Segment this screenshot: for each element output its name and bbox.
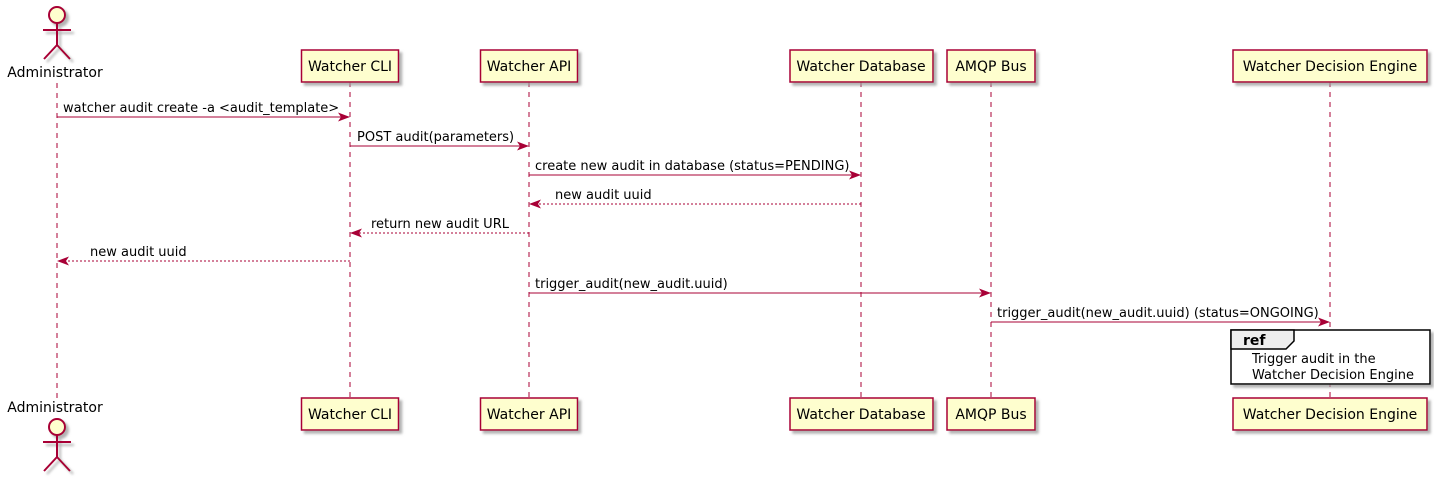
participant-watcher-cli: Watcher CLI bbox=[300, 397, 400, 431]
message-text: create new audit in database (status=PEN… bbox=[535, 159, 850, 174]
participant-label: Watcher API bbox=[487, 59, 572, 75]
participant-label: AMQP Bus bbox=[955, 59, 1026, 75]
participant-watcher-decision-engine: Watcher Decision Engine bbox=[1232, 397, 1428, 431]
arrowhead-icon bbox=[57, 256, 69, 266]
participant-label: Watcher Decision Engine bbox=[1243, 407, 1417, 423]
ref-header bbox=[1230, 329, 1295, 350]
lifelines bbox=[56, 82, 1331, 399]
participant-watcher-database: Watcher Database bbox=[789, 49, 934, 83]
participant-label: Watcher API bbox=[487, 407, 572, 423]
arrowhead-icon bbox=[517, 141, 529, 151]
participant-watcher-cli: Watcher CLI bbox=[300, 49, 400, 83]
message-1: watcher audit create -a <audit_template> bbox=[57, 101, 350, 122]
actor-label: Administrator bbox=[7, 400, 103, 416]
message-text: return new audit URL bbox=[371, 217, 510, 232]
message-7: trigger_audit(new_audit.uuid) bbox=[529, 277, 991, 298]
ref-fragment: ref Trigger audit in the Watcher Decisio… bbox=[1230, 329, 1431, 385]
ref-text-line2: Watcher Decision Engine bbox=[1252, 368, 1414, 383]
participant-amqp-bus: AMQP Bus bbox=[946, 49, 1036, 83]
actor-label: Administrator bbox=[7, 65, 103, 81]
participant-label: Watcher CLI bbox=[308, 59, 392, 75]
message-8: trigger_audit(new_audit.uuid) (status=ON… bbox=[991, 306, 1330, 327]
actor-administrator-top: Administrator bbox=[7, 6, 103, 81]
participant-label: Watcher Database bbox=[796, 407, 925, 423]
messages: watcher audit create -a <audit_template>… bbox=[57, 101, 1330, 327]
message-text: new audit uuid bbox=[555, 188, 652, 203]
participant-amqp-bus: AMQP Bus bbox=[946, 397, 1036, 431]
actor-administrator-bottom: Administrator bbox=[7, 400, 103, 472]
participants-bottom: Watcher CLI Watcher API Watcher Database… bbox=[300, 397, 1428, 431]
message-2: POST audit(parameters) bbox=[350, 130, 529, 151]
participant-watcher-api: Watcher API bbox=[479, 397, 579, 431]
participant-label: Watcher Decision Engine bbox=[1243, 59, 1417, 75]
ref-keyword: ref bbox=[1243, 333, 1266, 349]
person-icon bbox=[43, 418, 71, 472]
message-5: return new audit URL bbox=[350, 217, 529, 238]
message-text: new audit uuid bbox=[90, 245, 187, 260]
participants-top: Watcher CLI Watcher API Watcher Database… bbox=[300, 49, 1428, 83]
message-text: POST audit(parameters) bbox=[357, 130, 514, 145]
message-3: create new audit in database (status=PEN… bbox=[529, 159, 861, 180]
arrowhead-icon bbox=[979, 288, 991, 298]
participant-watcher-decision-engine: Watcher Decision Engine bbox=[1232, 49, 1428, 83]
arrowhead-icon bbox=[350, 228, 362, 238]
message-text: trigger_audit(new_audit.uuid) (status=ON… bbox=[997, 306, 1319, 321]
participant-watcher-database: Watcher Database bbox=[789, 397, 934, 431]
participant-label: Watcher CLI bbox=[308, 407, 392, 423]
message-text: trigger_audit(new_audit.uuid) bbox=[535, 277, 728, 292]
arrowhead-icon bbox=[529, 199, 541, 209]
participant-watcher-api: Watcher API bbox=[479, 49, 579, 83]
message-text: watcher audit create -a <audit_template> bbox=[63, 101, 339, 116]
arrowhead-icon bbox=[849, 170, 861, 180]
ref-text-line1: Trigger audit in the bbox=[1251, 352, 1376, 367]
person-icon bbox=[43, 6, 71, 60]
arrowhead-icon bbox=[338, 112, 350, 122]
arrowhead-icon bbox=[1318, 317, 1330, 327]
participant-label: Watcher Database bbox=[796, 59, 925, 75]
message-6: new audit uuid bbox=[57, 245, 350, 266]
message-4: new audit uuid bbox=[529, 188, 861, 209]
participant-label: AMQP Bus bbox=[955, 407, 1026, 423]
